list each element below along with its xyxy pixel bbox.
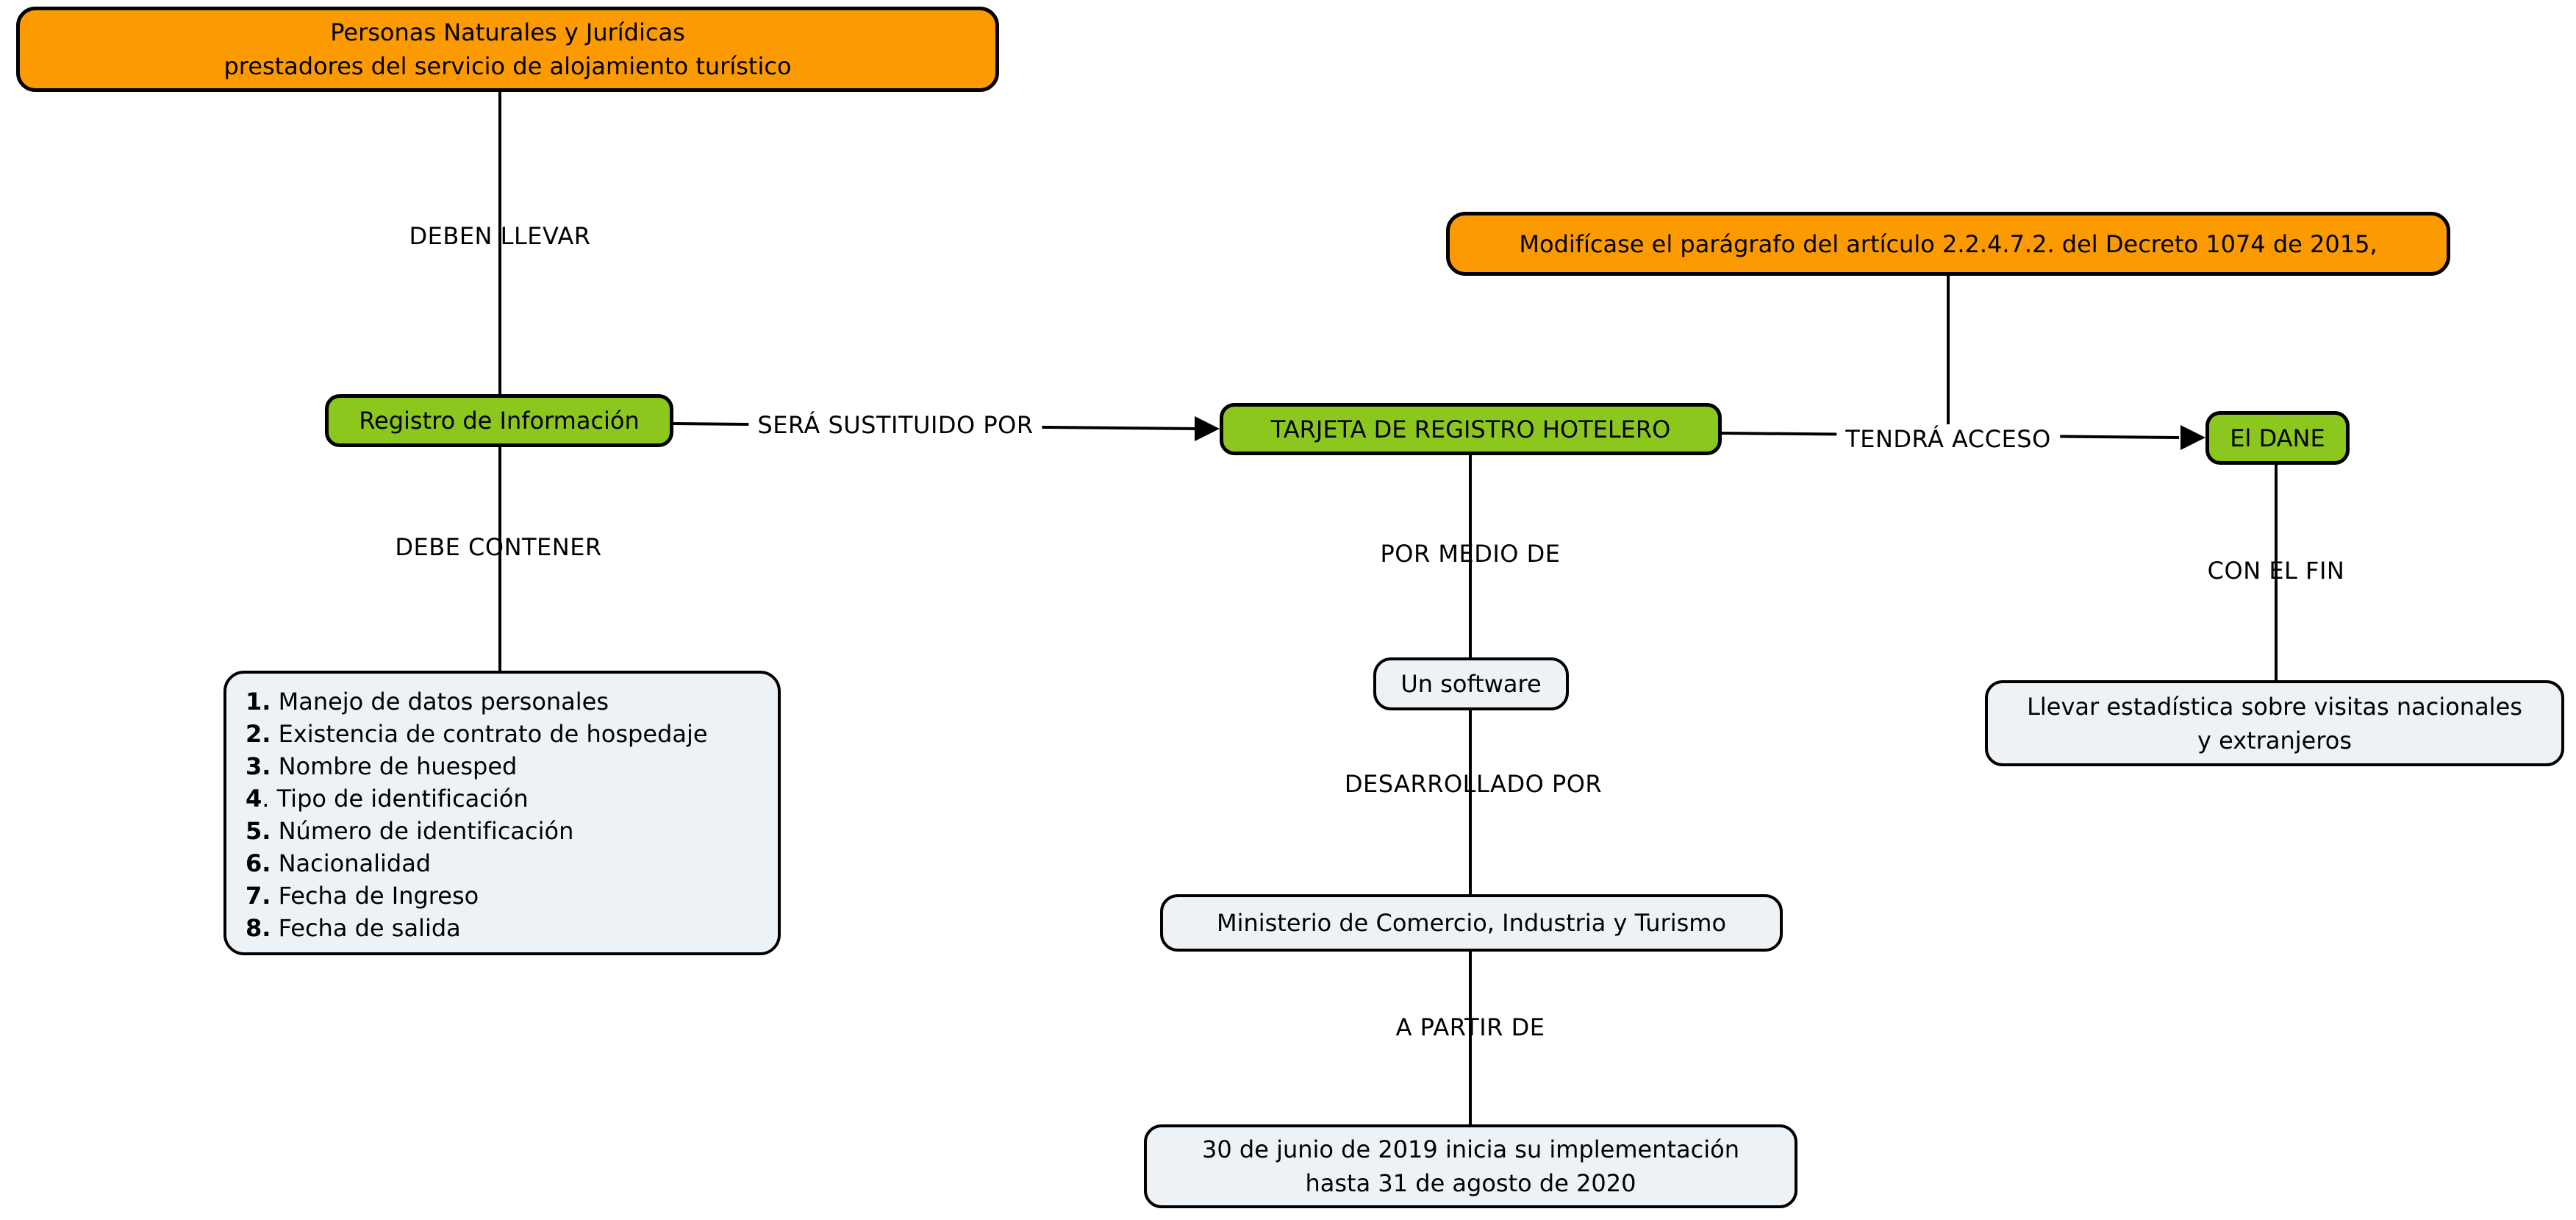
list-item-text: . Tipo de identificación <box>262 785 529 813</box>
concept-node-ministerio-comercio[interactable]: Ministerio de Comercio, Industria y Turi… <box>1160 894 1783 952</box>
list-item: 6. Nacionalidad <box>246 847 768 880</box>
concept-node-requisitos-lista[interactable]: 1. Manejo de datos personales 2. Existen… <box>223 671 781 955</box>
concept-node-el-dane[interactable]: El DANE <box>2205 411 2350 465</box>
concept-node-fechas-implementacion[interactable]: 30 de junio de 2019 inicia su implementa… <box>1144 1124 1797 1208</box>
list-item-text: Manejo de datos personales <box>271 688 609 716</box>
link-label-desarrollado-por[interactable]: DESARROLLADO POR <box>1344 770 1603 798</box>
list-item-text: Fecha de salida <box>271 914 461 942</box>
list-item-number: 3. <box>246 752 271 780</box>
concept-node-tarjeta-registro-hotelero[interactable]: TARJETA DE REGISTRO HOTELERO <box>1220 403 1722 455</box>
concept-node-personas-naturales[interactable]: Personas Naturales y Jurídicas prestador… <box>16 7 999 92</box>
list-item-number: 5. <box>246 817 271 845</box>
concept-node-llevar-estadistica[interactable]: Llevar estadística sobre visitas naciona… <box>1985 680 2564 766</box>
list-item-number: 4 <box>246 785 262 813</box>
list-item: 8. Fecha de salida <box>246 912 768 944</box>
list-item: 1. Manejo de datos personales <box>246 685 768 718</box>
concept-node-un-software[interactable]: Un software <box>1373 657 1569 710</box>
list-item-text: Existencia de contrato de hospedaje <box>271 720 708 748</box>
list-item-number: 6. <box>246 849 271 877</box>
list-item-number: 7. <box>246 882 271 910</box>
list-item-number: 2. <box>246 720 271 748</box>
link-label-a-partir-de[interactable]: A PARTIR DE <box>1395 1013 1545 1041</box>
link-label-debe-contener[interactable]: DEBE CONTENER <box>395 533 602 561</box>
list-item-number: 1. <box>246 688 271 716</box>
list-item-text: Número de identificación <box>271 817 574 845</box>
link-label-por-medio-de[interactable]: POR MEDIO DE <box>1380 540 1561 568</box>
arrow-head-tarjeta <box>1195 416 1220 441</box>
list-item-text: Fecha de Ingreso <box>271 882 479 910</box>
list-item-text: Nacionalidad <box>271 849 432 877</box>
concept-node-decreto-1074[interactable]: Modifícase el parágrafo del artículo 2.2… <box>1446 212 2450 276</box>
list-item: 5. Número de identificación <box>246 815 768 847</box>
link-label-tendra-acceso[interactable]: TENDRÁ ACCESO <box>1836 424 2060 454</box>
link-label-sera-sustituido-por[interactable]: SERÁ SUSTITUIDO POR <box>748 410 1042 440</box>
arrow-head-dane <box>2180 425 2205 450</box>
list-item: 7. Fecha de Ingreso <box>246 880 768 912</box>
concept-node-registro-informacion[interactable]: Registro de Información <box>325 394 673 447</box>
link-label-deben-llevar[interactable]: DEBEN LLEVAR <box>409 222 591 250</box>
list-item: 4. Tipo de identificación <box>246 782 768 815</box>
list-item: 2. Existencia de contrato de hospedaje <box>246 718 768 750</box>
list-item: 3. Nombre de huesped <box>246 750 768 782</box>
list-item-number: 8. <box>246 914 271 942</box>
link-label-con-el-fin[interactable]: CON EL FIN <box>2207 557 2345 585</box>
list-item-text: Nombre de huesped <box>271 752 518 780</box>
